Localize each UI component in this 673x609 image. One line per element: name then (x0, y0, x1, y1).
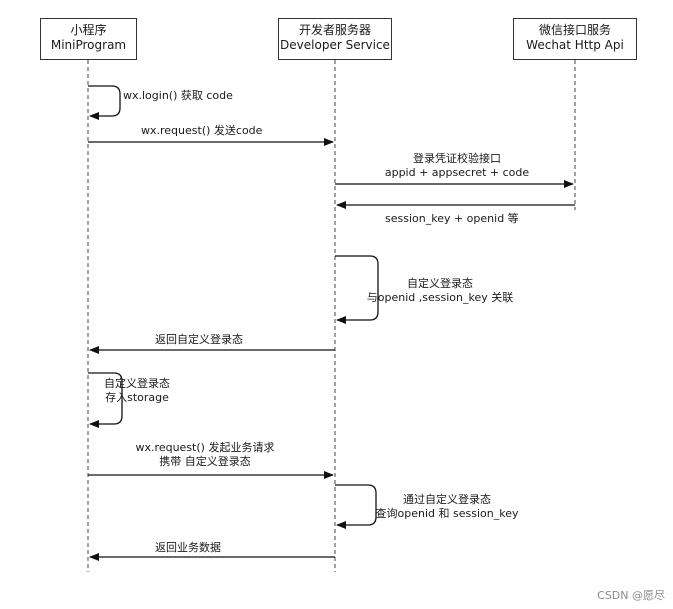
participant-developer-service: 开发者服务器 Developer Service (278, 18, 392, 60)
arrow-self-storage (88, 372, 123, 428)
label-custom-state-title: 自定义登录态 (407, 277, 473, 290)
participant-wechat-subtitle: Wechat Http Api (526, 38, 624, 52)
arrow-self-query (335, 484, 377, 529)
label-request-code: wx.request() 发送code (141, 124, 263, 137)
watermark: CSDN @愿尽 (597, 589, 665, 602)
label-storage-detail: 存入storage (105, 391, 169, 404)
participant-developer-title: 开发者服务器 (298, 23, 371, 37)
label-query-detail: 查询openid 和 session_key (375, 507, 519, 520)
label-return-business-data: 返回业务数据 (155, 541, 221, 554)
label-query: 通过自定义登录态 查询openid 和 session_key (362, 493, 532, 521)
label-business-request: wx.request() 发起业务请求 携带 自定义登录态 (120, 441, 290, 469)
arrow-self-login (88, 85, 121, 120)
label-business-request-detail: 携带 自定义登录态 (159, 455, 251, 468)
label-storage-title: 自定义登录态 (104, 377, 170, 390)
label-storage: 自定义登录态 存入storage (97, 377, 177, 405)
label-code2session-params: appid + appsecret + code (384, 166, 530, 179)
label-query-title: 通过自定义登录态 (403, 493, 491, 506)
label-return-custom-state: 返回自定义登录态 (155, 333, 243, 346)
label-code2session-title: 登录凭证校验接口 (413, 152, 501, 165)
participant-miniprogram-subtitle: MiniProgram (50, 38, 127, 52)
participant-developer-subtitle: Developer Service (280, 38, 390, 52)
label-custom-state: 自定义登录态 与openid ,session_key 关联 (360, 277, 520, 305)
participant-wechat-title: 微信接口服务 (538, 23, 611, 37)
label-business-request-title: wx.request() 发起业务请求 (135, 441, 275, 454)
label-return-session: session_key + openid 等 (385, 212, 519, 225)
label-login: wx.login() 获取 code (123, 89, 233, 102)
participant-miniprogram-title: 小程序 (70, 23, 107, 37)
label-code2session: 登录凭证校验接口 appid + appsecret + code (382, 152, 532, 180)
arrow-self-custom-state (335, 255, 379, 324)
label-custom-state-detail: 与openid ,session_key 关联 (366, 291, 514, 304)
participant-miniprogram: 小程序 MiniProgram (40, 18, 137, 60)
participant-wechat-api: 微信接口服务 Wechat Http Api (513, 18, 637, 60)
